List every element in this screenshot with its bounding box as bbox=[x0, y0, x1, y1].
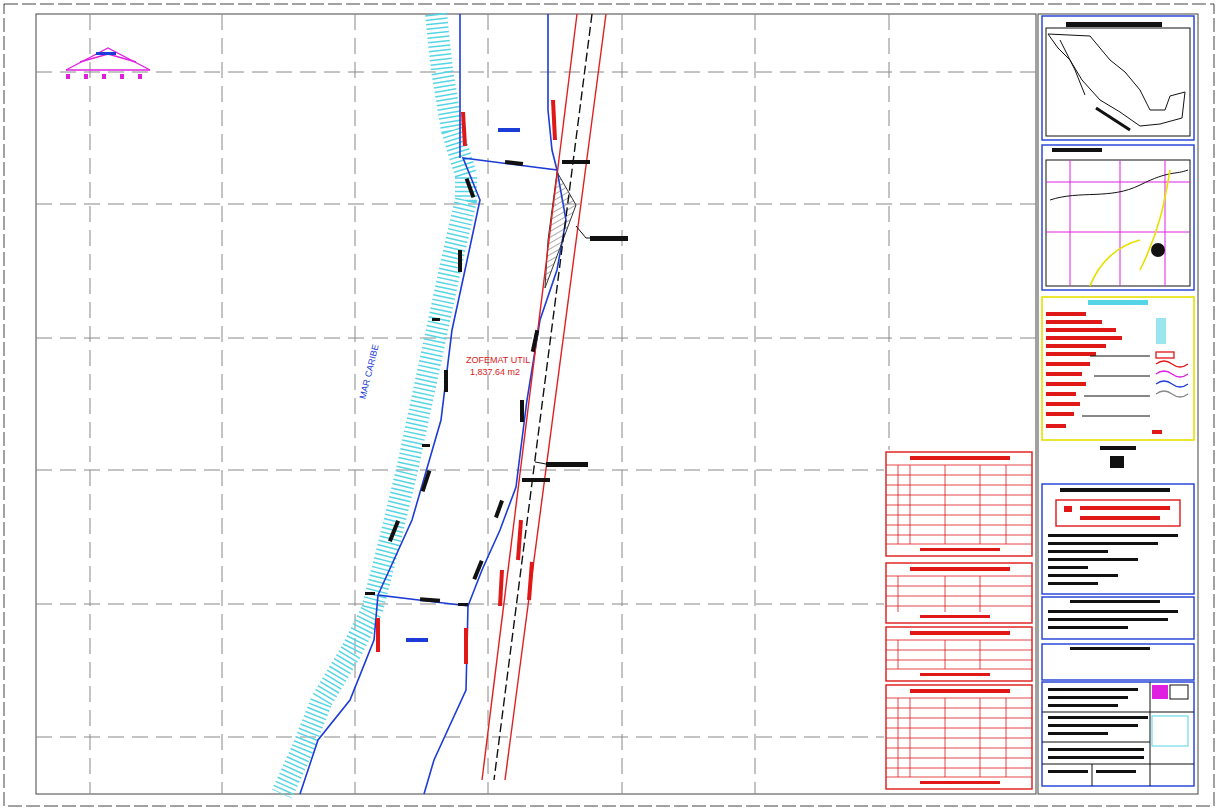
sea-label: MAR CARIBE bbox=[358, 344, 381, 401]
area-value: 1,837.64 m2 bbox=[470, 368, 520, 378]
zone-label: ZOFEMAT UTIL bbox=[466, 356, 530, 366]
